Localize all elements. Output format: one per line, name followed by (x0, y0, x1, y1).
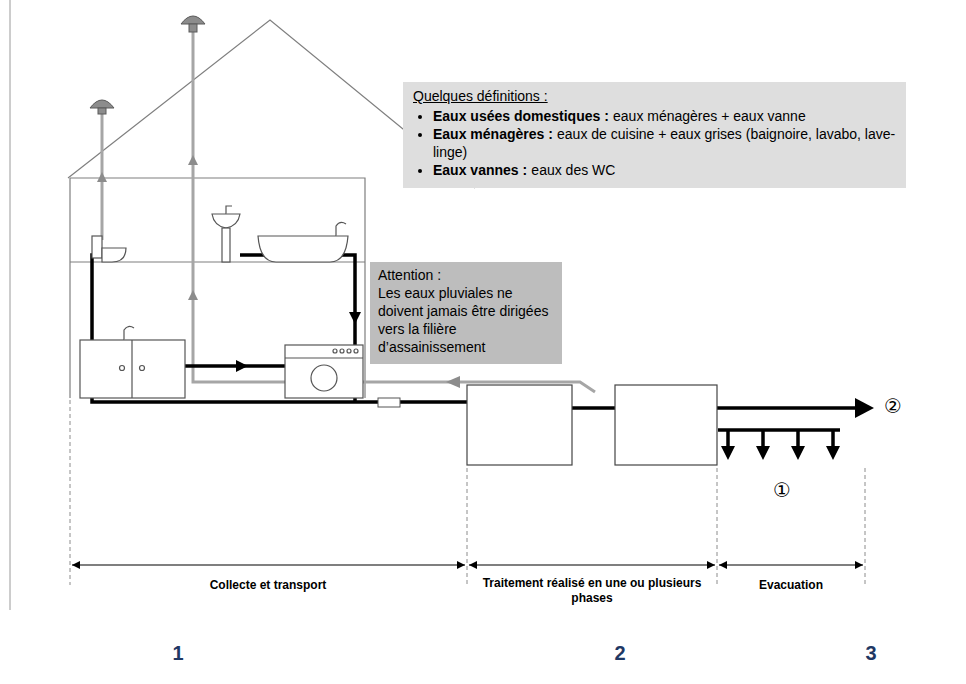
definition-term: Eaux vannes : (433, 162, 527, 178)
box-heading: Attention : (378, 267, 554, 285)
definition-list: Eaux usées domestiques :eaux ménagères +… (413, 108, 896, 180)
warning-box: Attention :Les eaux pluviales ne doivent… (370, 262, 562, 364)
dimension-guides (70, 400, 865, 585)
phase-label: Traitement réalisé en une ou plusieurs p… (482, 576, 702, 606)
wc-symbol (92, 236, 126, 262)
definition-item: Eaux usées domestiques :eaux ménagères +… (433, 108, 896, 126)
callout-number: ① (767, 478, 797, 502)
definition-text: eaux ménagères + eaux vanne (613, 108, 806, 124)
kitchen-sink-symbol (80, 326, 185, 398)
callout-number: ② (878, 394, 908, 418)
page-rule (10, 0, 11, 610)
grate-symbol (378, 398, 400, 407)
warning-text: Les eaux pluviales ne doivent jamais êtr… (378, 285, 554, 357)
dimension-lines (72, 564, 863, 565)
definitions-box: Quelques définitions : Eaux usées domesti… (403, 82, 906, 188)
bath-symbol (258, 222, 348, 262)
definition-term: Eaux ménagères : (433, 126, 553, 142)
washing-machine-symbol (285, 345, 363, 398)
definition-item: Eaux ménagères :eaux de cuisine + eaux g… (433, 126, 896, 162)
definition-item: Eaux vannes :eaux des WC (433, 162, 896, 180)
phase-label: Evacuation (726, 578, 856, 593)
phase-number: 2 (600, 642, 640, 665)
phase-number: 3 (851, 642, 891, 665)
vent-caps (90, 16, 205, 114)
phase-label: Collecte et transport (118, 578, 418, 593)
phase-number: 1 (158, 642, 198, 665)
definition-term: Eaux usées domestiques : (433, 108, 609, 124)
box-heading: Quelques définitions : (413, 88, 896, 106)
definition-text: eaux des WC (531, 162, 615, 178)
treatment-tank (467, 385, 717, 465)
washbasin-symbol (212, 206, 240, 262)
